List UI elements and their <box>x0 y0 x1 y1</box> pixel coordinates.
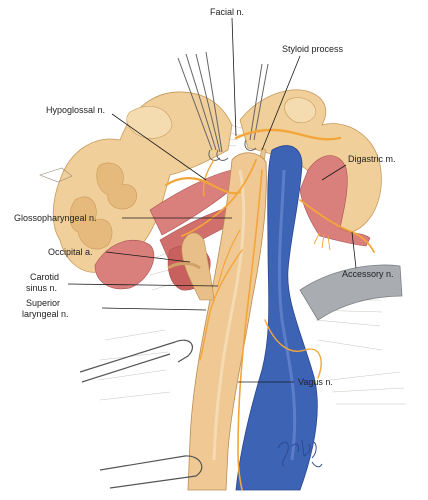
bone-mass-left <box>39 91 233 273</box>
leader-digastric-m <box>321 164 347 181</box>
label-digastric-m: Digastric m. <box>348 154 396 164</box>
artist-signature <box>277 439 323 468</box>
hypoglossal-nerve <box>164 177 242 195</box>
nerve-rootlets <box>313 231 331 251</box>
retractor-band <box>299 264 403 321</box>
leader-superior-laryngeal-n <box>101 307 207 311</box>
leader-occipital-a <box>105 251 191 263</box>
leader-lines <box>67 17 357 383</box>
glossopharyngeal-nerve <box>181 159 257 237</box>
leader-carotid-sinus-n <box>67 283 219 287</box>
nerve-branch-small <box>202 159 215 197</box>
label-hypoglossal-n: Hypoglossal n. <box>46 105 105 115</box>
superior-laryngeal-nerve <box>199 249 243 361</box>
lower-retractor <box>79 339 203 489</box>
digastric-muscle <box>299 155 371 247</box>
nerves <box>164 128 375 491</box>
jugular-vein <box>235 145 318 491</box>
upper-retractor-hooks <box>177 51 269 161</box>
leader-facial-n <box>231 17 237 137</box>
label-vagus-n: Vagus n. <box>298 377 333 387</box>
leader-hypoglossal-n <box>111 113 207 181</box>
leader-styloid-process <box>261 55 301 151</box>
vagus-nerve <box>237 169 263 491</box>
leader-accessory-n <box>351 231 357 269</box>
facial-nerve <box>234 128 342 141</box>
label-styloid-process: Styloid process <box>282 44 344 54</box>
label-superior-laryngeal-line2: laryngeal n. <box>22 309 69 319</box>
label-occipital-a: Occipital a. <box>48 247 93 257</box>
label-carotid-sinus-line1: Carotid <box>30 272 59 282</box>
label-accessory-n: Accessory n. <box>342 269 394 279</box>
label-facial-n: Facial n. <box>210 7 244 17</box>
label-superior-laryngeal-line1: Superior <box>26 298 60 308</box>
carotid-artery <box>167 152 267 491</box>
label-glossopharyngeal-n: Glossopharyngeal n. <box>14 213 97 223</box>
label-carotid-sinus-line2: sinus n. <box>26 283 57 293</box>
nerve-loop-lower <box>264 319 322 379</box>
carotid-sinus-nerve <box>217 229 241 287</box>
